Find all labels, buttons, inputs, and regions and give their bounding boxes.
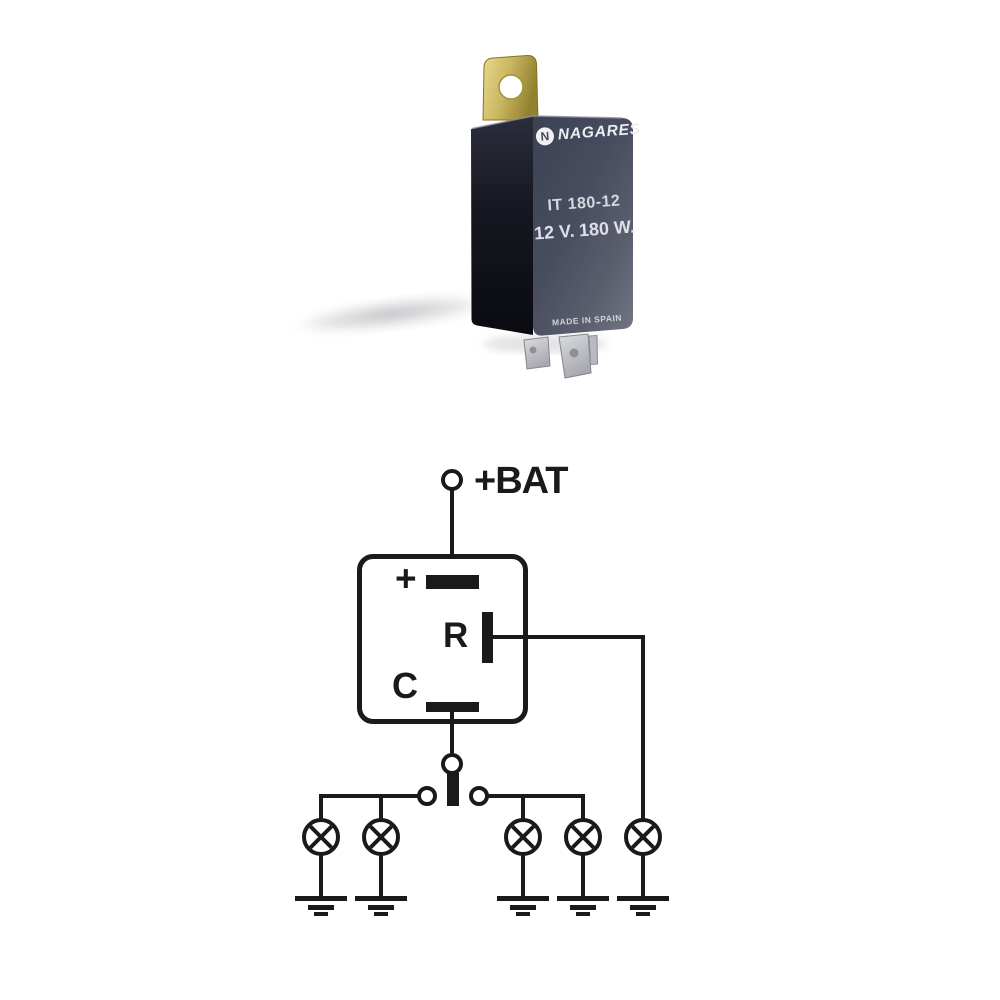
terminal-pin <box>588 334 599 366</box>
lamp-stub-3 <box>521 794 525 819</box>
ground-bar <box>576 912 590 916</box>
ground-bar <box>374 912 388 916</box>
lamp-symbol-1 <box>302 818 340 856</box>
plus-terminal-label: + <box>395 558 417 599</box>
ground-bar <box>636 912 650 916</box>
ground-bar <box>308 905 334 910</box>
capacitor-terminal-bar <box>426 702 479 712</box>
wire-capacitor-vertical <box>450 712 454 754</box>
wattage-label: 180 W. <box>578 216 636 241</box>
voltage-label: 12 V. <box>533 220 576 244</box>
ground-bar <box>497 896 549 901</box>
lamp-drop-4 <box>581 855 585 897</box>
ground-bar <box>355 896 407 901</box>
relay-outline-box <box>357 554 528 724</box>
resistor-terminal-bar <box>482 612 493 663</box>
resistor-terminal-label: R <box>443 616 469 655</box>
mounting-tab-hole <box>498 74 524 100</box>
terminal-spade-left <box>523 336 551 370</box>
wire-resistor-vertical <box>641 635 645 819</box>
ground-bar <box>557 896 609 901</box>
lamp-stub-4 <box>581 794 585 819</box>
lamp-drop-1 <box>319 855 323 897</box>
ground-bar <box>630 905 656 910</box>
ground-symbol-3 <box>497 896 549 918</box>
lamp-drop-3 <box>521 855 525 897</box>
ground-bar <box>295 896 347 901</box>
ground-bar <box>510 905 536 910</box>
switch-contact-right <box>469 786 489 806</box>
lamp-symbol-5 <box>624 818 662 856</box>
ground-bar <box>368 905 394 910</box>
ground-symbol-4 <box>557 896 609 918</box>
lamp-stub-2 <box>379 794 383 819</box>
terminal-spade-center-hole <box>569 348 579 358</box>
ground-symbol-5 <box>617 896 669 918</box>
battery-label: +BAT <box>474 460 568 502</box>
ground-bar <box>314 912 328 916</box>
lamp-symbol-2 <box>362 818 400 856</box>
switch-contact-left <box>417 786 437 806</box>
switch-pivot-circle <box>441 753 463 775</box>
lamp-stub-1 <box>319 794 323 819</box>
wire-battery-vertical <box>450 490 454 576</box>
relay-body-graphic <box>284 54 633 379</box>
lamp-drop-2 <box>379 855 383 897</box>
nagares-logo-icon: N <box>535 126 555 146</box>
battery-terminal-circle <box>441 469 463 491</box>
wire-resistor-horizontal <box>491 635 645 639</box>
ground-symbol-2 <box>355 896 407 918</box>
ground-symbol-1 <box>295 896 347 918</box>
brand-name: NAGARES <box>557 120 642 144</box>
lamp-drop-5 <box>641 855 645 897</box>
wire-right-branch <box>488 794 585 798</box>
relay-top-edge-highlight <box>472 115 623 130</box>
product-shadow <box>284 294 500 334</box>
terminal-spade-left-hole <box>529 346 537 354</box>
lamp-symbol-4 <box>564 818 602 856</box>
relay-product-photo: N NAGARES IT 180-12 12 V. 180 W. MADE IN… <box>0 0 1000 430</box>
ground-bar <box>617 896 669 901</box>
plus-terminal-bar <box>426 575 479 589</box>
lamp-symbol-3 <box>504 818 542 856</box>
capacitor-terminal-label: C <box>392 665 418 706</box>
wire-left-branch <box>319 794 418 798</box>
relay-side-face <box>470 116 533 335</box>
ground-bar <box>516 912 530 916</box>
ground-bar <box>570 905 596 910</box>
relay-front-face <box>533 116 633 336</box>
switch-lever <box>447 773 459 806</box>
